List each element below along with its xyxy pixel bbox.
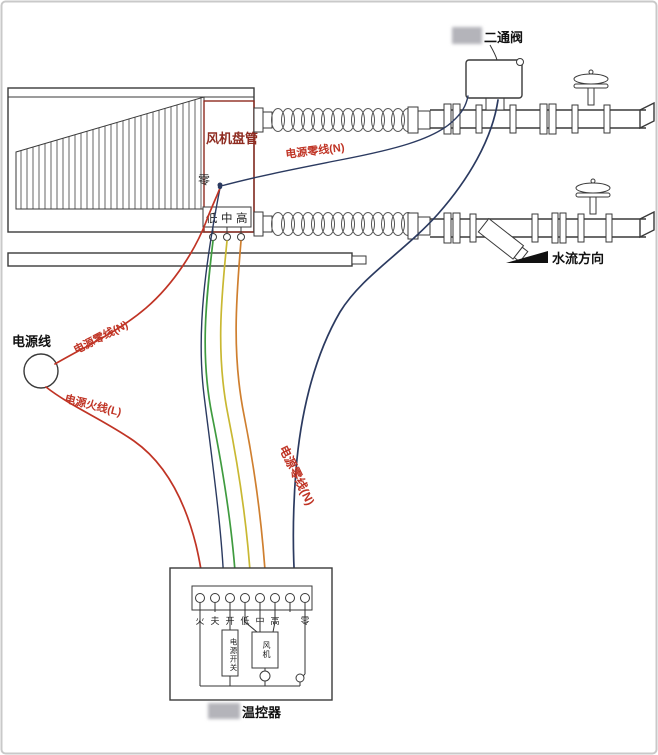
neutral-wire-to-valve — [220, 95, 469, 187]
terminal-high — [237, 233, 245, 241]
neutral-node — [295, 673, 305, 683]
pipe-end-lower — [639, 210, 655, 239]
thermostat-terminal — [285, 593, 295, 603]
neutral-wire-from-source — [54, 187, 221, 365]
valve-knob — [516, 58, 524, 66]
thermostat-internal-wiring — [199, 612, 306, 687]
power-line-label: 电源线 — [12, 334, 51, 349]
thermostat-terminal — [240, 593, 250, 603]
return-pipe-lower — [430, 210, 655, 263]
terminal-mid — [223, 233, 231, 241]
thermostat-terminal — [210, 593, 220, 603]
wire-junction — [217, 184, 223, 190]
power-source: 电源线 — [12, 334, 59, 389]
thermostat-terminal — [195, 593, 205, 603]
water-flow: 水流方向 — [506, 251, 604, 266]
power-switch-box — [221, 629, 239, 677]
pipe-end-upper — [639, 101, 655, 130]
two-way-valve: 二通阀 — [452, 27, 524, 111]
thermostat-terminal — [270, 593, 280, 603]
thermostat-terminal — [300, 593, 310, 603]
fan-box — [251, 631, 279, 669]
high-speed-wire — [235, 240, 267, 587]
valve-leader-line — [489, 44, 498, 61]
handwheel-icon — [575, 182, 611, 194]
thermostat-label: 温控器 — [242, 705, 282, 720]
coil-label-box — [203, 100, 255, 233]
fan-motor-icon — [259, 670, 271, 682]
fan-label: 风机 — [262, 641, 271, 659]
fan-coil-label: 风机盘管 — [206, 131, 258, 146]
drain-tray — [7, 252, 367, 267]
y-strainer — [477, 217, 529, 263]
water-flow-arrow-icon — [506, 251, 548, 263]
blurred-watermark — [208, 703, 240, 719]
live-wire — [45, 386, 204, 587]
water-flow-label: 水流方向 — [552, 251, 604, 266]
gate-valve-upper — [571, 69, 611, 134]
power-switch-label: 电源开关 — [229, 638, 238, 672]
wiring — [45, 95, 499, 587]
speed-high-label: 高 — [236, 211, 248, 225]
thermostat-terminal — [255, 593, 265, 603]
terminal-label-2: 夫 — [210, 615, 219, 626]
valve-wire-to-thermostat — [292, 99, 499, 587]
two-way-valve-label: 二通阀 — [484, 30, 523, 45]
flex-hose-upper — [253, 106, 431, 134]
speed-mid-label: 中 — [221, 212, 233, 225]
thermostat: 火 夫 开 低 中 高 零 — [169, 567, 333, 701]
thermostat-terminal — [225, 593, 235, 603]
mid-speed-wire — [219, 240, 252, 587]
blurred-watermark — [452, 27, 482, 44]
fan-coil-unit: 风机盘管 零 低 中 高 — [7, 87, 258, 241]
neutral-terminal-label: 零 — [198, 173, 210, 187]
neutral-wire-down — [200, 187, 225, 587]
low-speed-wire — [204, 240, 237, 587]
handwheel-icon — [573, 73, 609, 85]
gate-valve-lower — [575, 178, 613, 243]
